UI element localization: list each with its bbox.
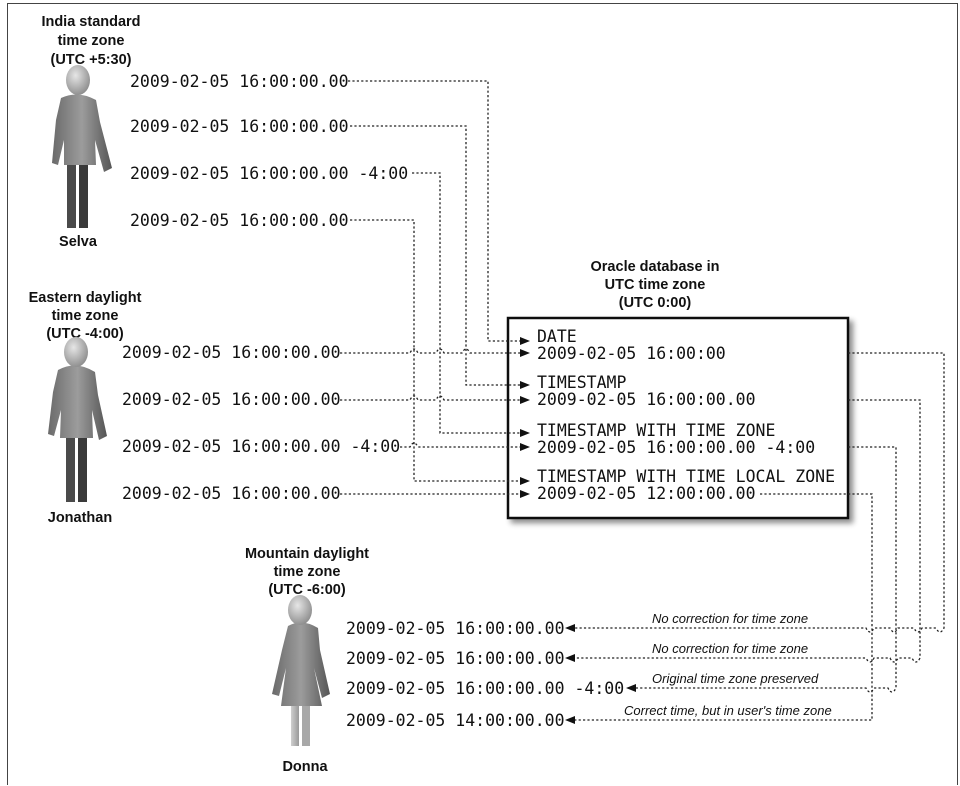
diagram-frame xyxy=(7,3,958,785)
db-type-date: DATE xyxy=(537,327,577,346)
jonathan-zone-line-1: Eastern daylight xyxy=(29,290,142,306)
arrow-db-tz-type xyxy=(520,429,530,437)
note-date: No correction for time zone xyxy=(652,611,808,626)
selva-value-timestamp: 2009-02-05 16:00:00.00 xyxy=(130,117,349,136)
db-type-timestamp: TIMESTAMP xyxy=(537,373,626,392)
donna-person-icon xyxy=(272,595,330,746)
selva-zone-caption: India standard time zone (UTC +5:30) xyxy=(41,14,140,68)
arrow-db-date-value xyxy=(520,349,530,357)
donna-zone-line-2: time zone xyxy=(274,564,341,580)
arrow-db-tz-value xyxy=(520,443,530,451)
db-type-timestamp-tz: TIMESTAMP WITH TIME ZONE xyxy=(537,421,775,440)
selva-zone-line-1: India standard xyxy=(41,14,140,30)
database-title-line-1: Oracle database in xyxy=(591,259,720,275)
db-value-date: 2009-02-05 16:00:00 xyxy=(537,344,726,363)
jonathan-zone-caption: Eastern daylight time zone (UTC -4:00) xyxy=(29,290,142,342)
jonathan-value-timestamp-tz: 2009-02-05 16:00:00.00 -4:00 xyxy=(122,437,400,456)
selva-person-icon xyxy=(52,65,112,228)
arrow-db-date-type xyxy=(520,337,530,345)
jonathan-value-timestamp-ltz: 2009-02-05 16:00:00.00 xyxy=(122,484,341,503)
arrow-donna-timestamp-tz xyxy=(626,684,636,692)
arrow-db-ltz-type xyxy=(520,477,530,485)
donna-zone-line-1: Mountain daylight xyxy=(245,546,369,562)
database-title-line-2: UTC time zone xyxy=(605,277,706,293)
jonathan-value-timestamp: 2009-02-05 16:00:00.00 xyxy=(122,390,341,409)
note-timestamp: No correction for time zone xyxy=(652,641,808,656)
arrow-donna-timestamp xyxy=(565,654,575,662)
selva-zone-line-2: time zone xyxy=(58,33,125,49)
jonathan-value-date: 2009-02-05 16:00:00.00 xyxy=(122,343,341,362)
note-timestamp-ltz: Correct time, but in user's time zone xyxy=(624,703,832,718)
arrow-donna-date xyxy=(565,624,575,632)
connector-jonathan-timestamp xyxy=(340,395,520,401)
db-value-timestamp-ltz: 2009-02-05 12:00:00.00 xyxy=(537,484,756,503)
note-timestamp-tz: Original time zone preserved xyxy=(652,671,819,686)
connector-selva-date xyxy=(348,80,520,342)
jonathan-zone-line-3: (UTC -4:00) xyxy=(46,326,124,342)
selva-value-timestamp-ltz: 2009-02-05 16:00:00.00 xyxy=(130,211,349,230)
db-type-timestamp-ltz: TIMESTAMP WITH TIME LOCAL ZONE xyxy=(537,467,835,486)
connector-selva-timestamp-tz xyxy=(412,172,520,434)
connector-jonathan-date xyxy=(340,348,520,354)
donna-zone-line-3: (UTC -6:00) xyxy=(268,582,346,598)
selva-value-timestamp-tz: 2009-02-05 16:00:00.00 -4:00 xyxy=(130,164,408,183)
connector-selva-timestamp-ltz xyxy=(350,219,520,482)
donna-value-timestamp-tz: 2009-02-05 16:00:00.00 -4:00 xyxy=(346,679,624,698)
arrow-db-timestamp-value xyxy=(520,396,530,404)
selva-name: Selva xyxy=(59,234,98,250)
connector-jonathan-timestamp-tz xyxy=(400,442,520,448)
arrow-db-timestamp-type xyxy=(520,381,530,389)
database-title: Oracle database in UTC time zone (UTC 0:… xyxy=(591,259,720,311)
jonathan-name: Jonathan xyxy=(48,510,112,526)
donna-value-timestamp: 2009-02-05 16:00:00.00 xyxy=(346,649,565,668)
connector-selva-timestamp xyxy=(350,125,520,386)
connector-donna-timestamp-tz xyxy=(636,446,897,693)
database-title-line-3: (UTC 0:00) xyxy=(619,295,692,311)
connector-donna-timestamp-ltz xyxy=(575,493,873,721)
donna-value-date: 2009-02-05 16:00:00.00 xyxy=(346,619,565,638)
donna-value-timestamp-ltz: 2009-02-05 14:00:00.00 xyxy=(346,711,565,730)
donna-name: Donna xyxy=(282,759,328,775)
jonathan-zone-line-2: time zone xyxy=(52,308,119,324)
connectors xyxy=(340,80,945,724)
jonathan-person-icon xyxy=(48,337,107,502)
selva-zone-line-3: (UTC +5:30) xyxy=(51,52,132,68)
arrow-donna-timestamp-ltz xyxy=(565,716,575,724)
db-value-timestamp-tz: 2009-02-05 16:00:00.00 -4:00 xyxy=(537,438,815,457)
db-value-timestamp: 2009-02-05 16:00:00.00 xyxy=(537,390,756,409)
selva-value-date: 2009-02-05 16:00:00.00 xyxy=(130,72,349,91)
arrow-db-ltz-value xyxy=(520,490,530,498)
donna-zone-caption: Mountain daylight time zone (UTC -6:00) xyxy=(245,546,369,598)
database-box xyxy=(506,316,850,520)
connector-donna-timestamp xyxy=(575,399,921,663)
